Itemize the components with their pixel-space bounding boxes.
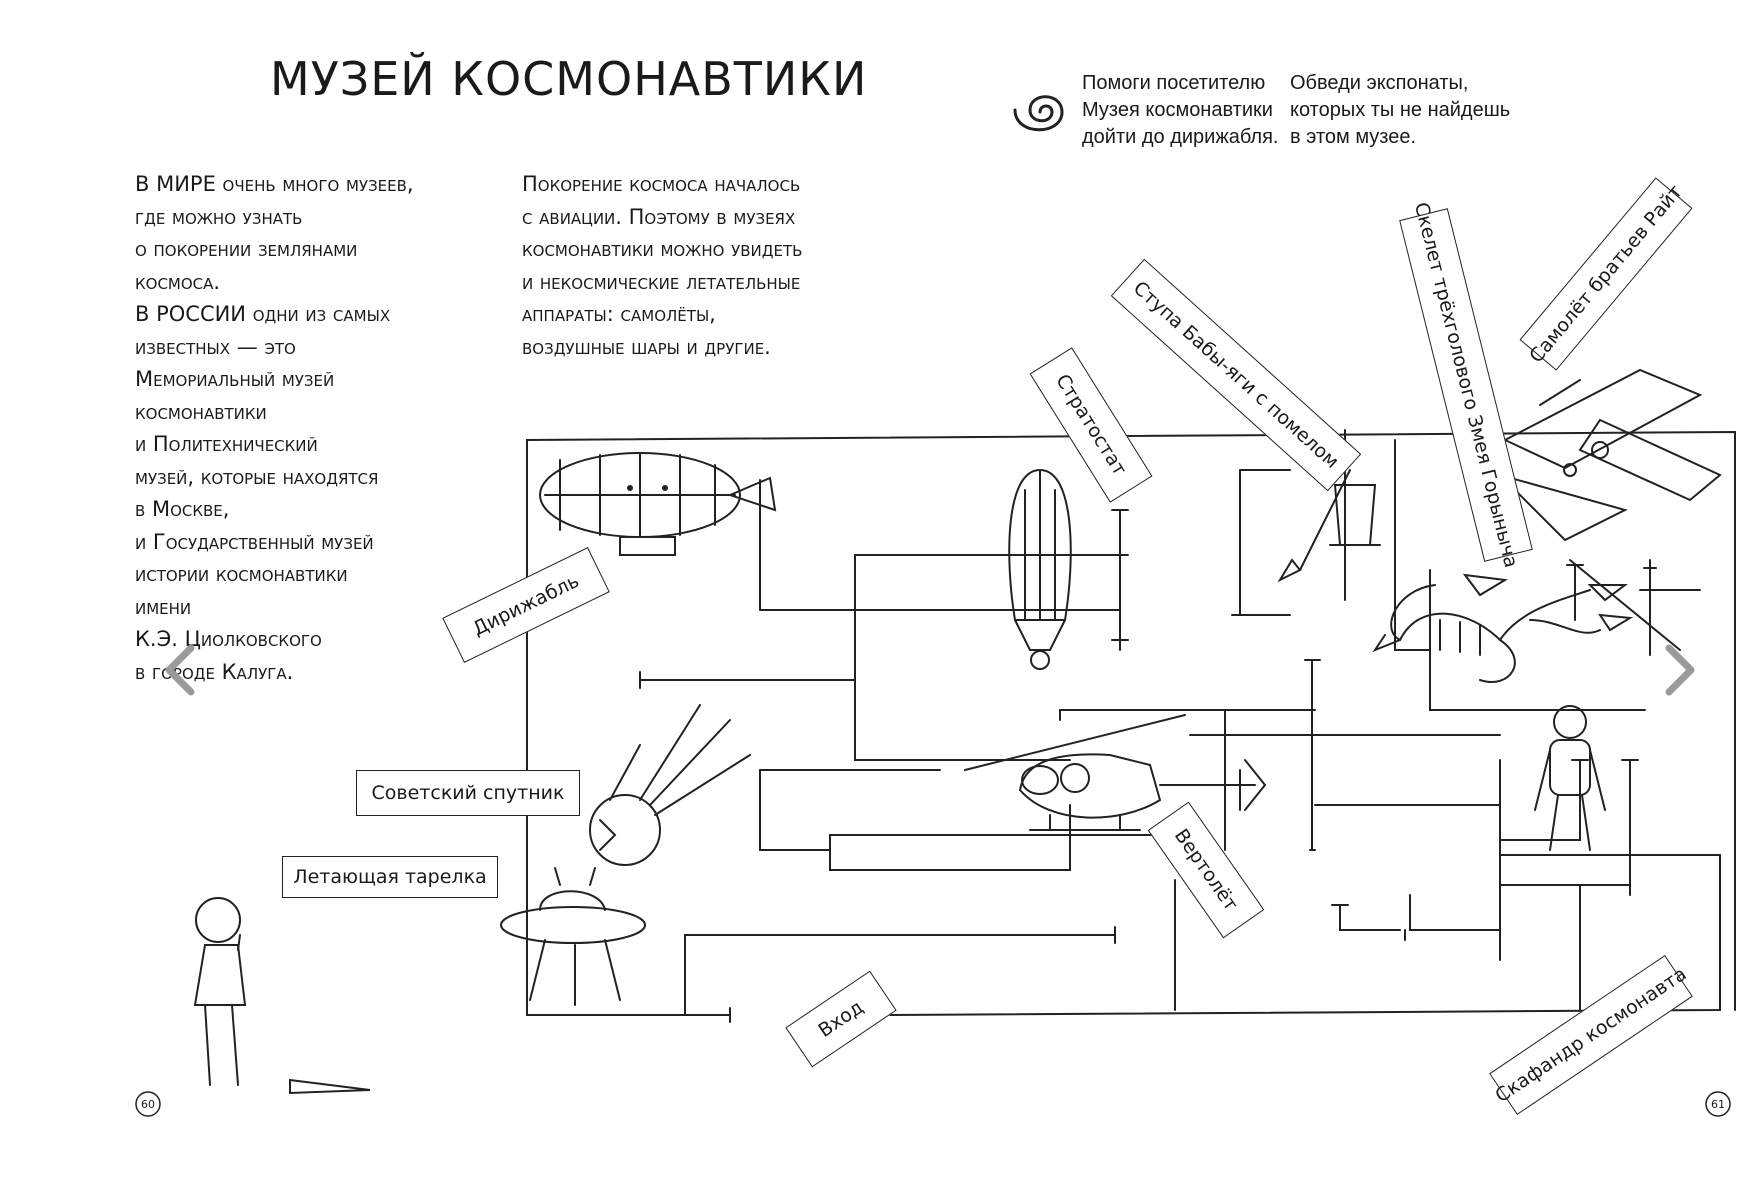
task-maze-text: Помоги посетителю Музея космонавтики дой… (1082, 72, 1279, 148)
page-number-badges (135, 1091, 1731, 1117)
task-circle-text: Обведи экспонаты, которых ты не найдешь … (1290, 72, 1511, 148)
next-page-button[interactable] (1655, 640, 1705, 700)
label-ufo: Летающая тарелка (282, 856, 498, 898)
chevron-right-icon (1665, 644, 1695, 696)
spiral-icon (1013, 95, 1064, 132)
airship-drawing (539, 452, 777, 556)
page-title: МУЗЕЙ КОСМОНАВТИКИ (270, 52, 868, 106)
visitor-boy-drawing (193, 897, 371, 1095)
dragon-skeleton-drawing (1372, 573, 1634, 683)
ufo-drawing (500, 867, 646, 1006)
intro-text-left: В МИРЕ очень много музеев, где можно узн… (135, 172, 414, 684)
spacesuit-drawing (1534, 705, 1606, 851)
chevron-left-icon (165, 644, 195, 696)
label-sputnik: Советский спутник (356, 770, 580, 816)
sputnik-drawing (589, 704, 751, 866)
page-number-left: 60 (141, 1097, 155, 1111)
maze-walls (526, 429, 1736, 1023)
prev-page-button[interactable] (155, 640, 205, 700)
wright-plane-drawing (1496, 368, 1722, 542)
stratostat-drawing (1008, 468, 1072, 670)
page-number-right: 61 (1711, 1097, 1725, 1111)
stupa-drawing (1277, 469, 1381, 583)
helicopter-drawing (964, 714, 1267, 831)
intro-text-right: Покорение космоса началось с авиации. По… (522, 172, 803, 359)
